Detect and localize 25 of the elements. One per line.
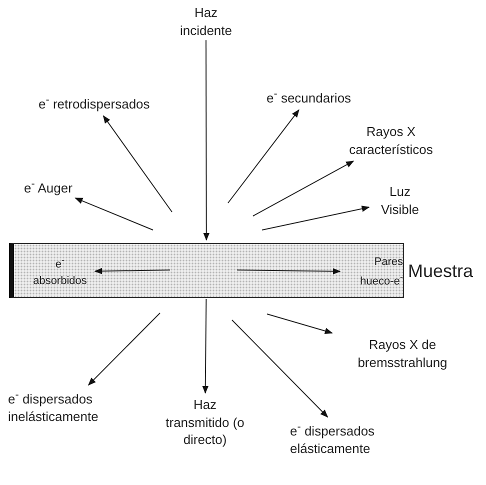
signal-label: e$^{-}$ dispersados inelásticamente [8,388,126,426]
arrow [88,312,160,386]
signal-label: Haz incidente [175,4,237,40]
signal-label: Rayos X de bremsstrahlung [335,336,470,372]
signal-label: e$^{-}$ absorbidos [28,254,92,290]
signal-label: Pares hueco-e$^{-}$ [343,254,403,290]
arrow [203,40,210,241]
arrow [102,115,172,212]
sample-label: Muestra [408,259,474,282]
signal-label: Haz transmitido (o directo) [162,396,248,449]
arrow [202,298,209,394]
signal-label: Rayos X característicos [333,123,449,158]
signal-label: e$^{-}$ Auger [24,177,72,197]
arrow [236,268,341,274]
arrow [228,109,300,204]
signal-label: e$^{-}$ secundarios [266,87,352,107]
signal-label: e$^{-}$ retrodispersados [38,93,150,113]
signal-label: Luz Visible [372,183,428,218]
arrow [266,314,333,334]
arrow [232,320,328,418]
signal-label: e$^{-}$ dispersados elásticamente [290,420,408,458]
arrow [262,206,370,230]
arrow [94,268,170,274]
arrow [252,160,354,216]
arrow [74,198,154,230]
